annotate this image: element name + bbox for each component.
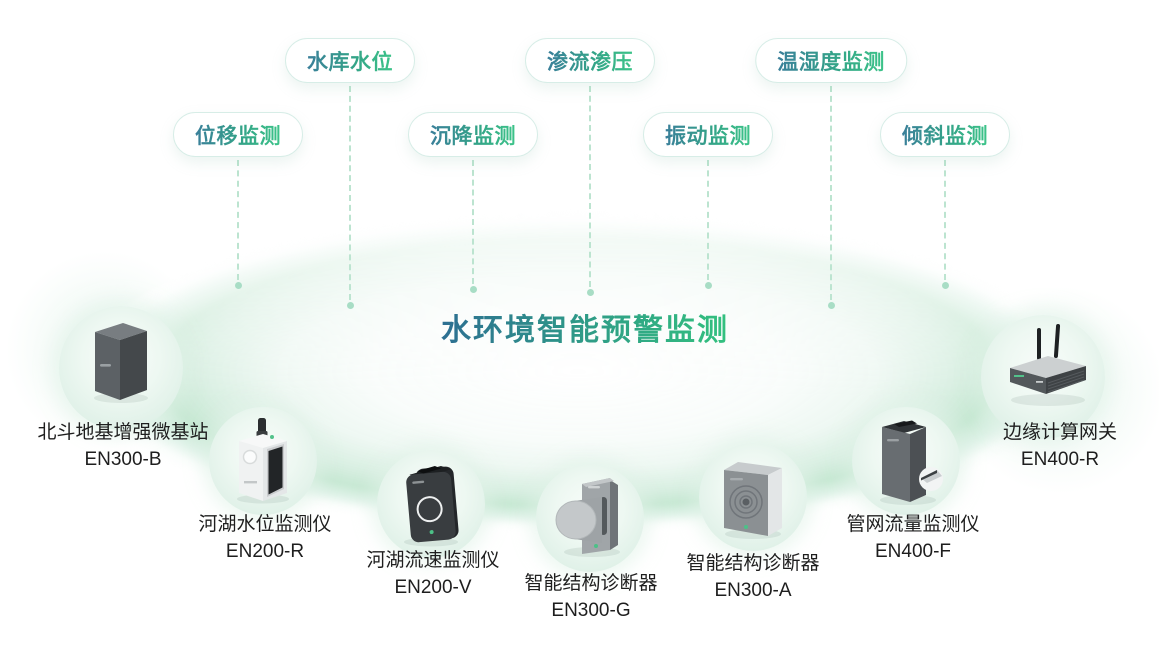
device-model: EN200-V bbox=[394, 577, 472, 598]
device-illustration-structure-diagnoser-a bbox=[724, 462, 782, 539]
device-name: 北斗地基增强微基站 bbox=[37, 422, 209, 443]
connector-line-displacement bbox=[234, 160, 242, 289]
device-illustration-pipeline-flow-monitor bbox=[880, 420, 943, 505]
device-name: 智能结构诊断器 bbox=[686, 553, 820, 574]
tag-reservoir-water-level: 水库水位 bbox=[285, 38, 415, 83]
device-label-en200v: 河湖流速监测仪 EN200-V bbox=[308, 547, 558, 601]
connector-line-settlement bbox=[469, 160, 477, 293]
page-title: 水环境智能预警监测 bbox=[441, 305, 729, 349]
device-label-en200r: 河湖水位监测仪 EN200-R bbox=[140, 511, 390, 565]
device-name: 边缘计算网关 bbox=[1002, 422, 1117, 443]
device-name: 管网流量监测仪 bbox=[846, 514, 980, 535]
device-illustration-edge-gateway bbox=[1010, 324, 1086, 406]
connector-line-tilt bbox=[941, 160, 949, 289]
device-label-en300g: 智能结构诊断器 EN300-G bbox=[466, 570, 716, 624]
connector-line-reservoir bbox=[346, 86, 354, 309]
tag-label: 沉降监测 bbox=[430, 120, 516, 150]
device-model: EN400-F bbox=[874, 541, 952, 562]
device-illustration-water-level-monitor bbox=[237, 418, 289, 504]
device-name: 智能结构诊断器 bbox=[524, 573, 658, 594]
tag-seepage-pressure: 渗流渗压 bbox=[525, 38, 655, 83]
tag-label: 位移监测 bbox=[195, 120, 281, 150]
device-model: EN300-G bbox=[551, 600, 631, 621]
tag-label: 水库水位 bbox=[307, 46, 393, 76]
device-model: EN200-R bbox=[225, 541, 305, 562]
tag-displacement-monitoring: 位移监测 bbox=[173, 112, 303, 157]
tag-label: 渗流渗压 bbox=[547, 46, 633, 76]
tag-label: 倾斜监测 bbox=[902, 120, 988, 150]
device-illustration-beidou-base-station bbox=[94, 323, 148, 403]
device-label-en400f: 管网流量监测仪 EN400-F bbox=[788, 511, 1038, 565]
connector-line-seepage bbox=[586, 86, 594, 296]
device-model: EN300-A bbox=[714, 580, 792, 601]
tag-tilt-monitoring: 倾斜监测 bbox=[880, 112, 1010, 157]
tag-settlement-monitoring: 沉降监测 bbox=[408, 112, 538, 157]
tag-vibration-monitoring: 振动监测 bbox=[643, 112, 773, 157]
device-name: 河湖流速监测仪 bbox=[366, 550, 500, 571]
device-label-en300b: 北斗地基增强微基站 EN300-B bbox=[0, 419, 248, 473]
device-model: EN400-R bbox=[1020, 449, 1100, 470]
connector-line-vibration bbox=[704, 160, 712, 289]
tag-label: 温湿度监测 bbox=[777, 46, 885, 76]
tag-temp-humidity-monitoring: 温湿度监测 bbox=[755, 38, 907, 83]
connector-line-temp-humidity bbox=[827, 86, 835, 309]
tag-label: 振动监测 bbox=[665, 120, 751, 150]
device-illustration-structure-diagnoser-g bbox=[555, 478, 620, 557]
device-model: EN300-B bbox=[84, 449, 162, 470]
device-name: 河湖水位监测仪 bbox=[198, 514, 332, 535]
device-illustration-flow-velocity-monitor bbox=[404, 466, 459, 547]
device-label-en400r: 边缘计算网关 EN400-R bbox=[935, 419, 1159, 473]
device-label-en300a: 智能结构诊断器 EN300-A bbox=[628, 550, 878, 604]
